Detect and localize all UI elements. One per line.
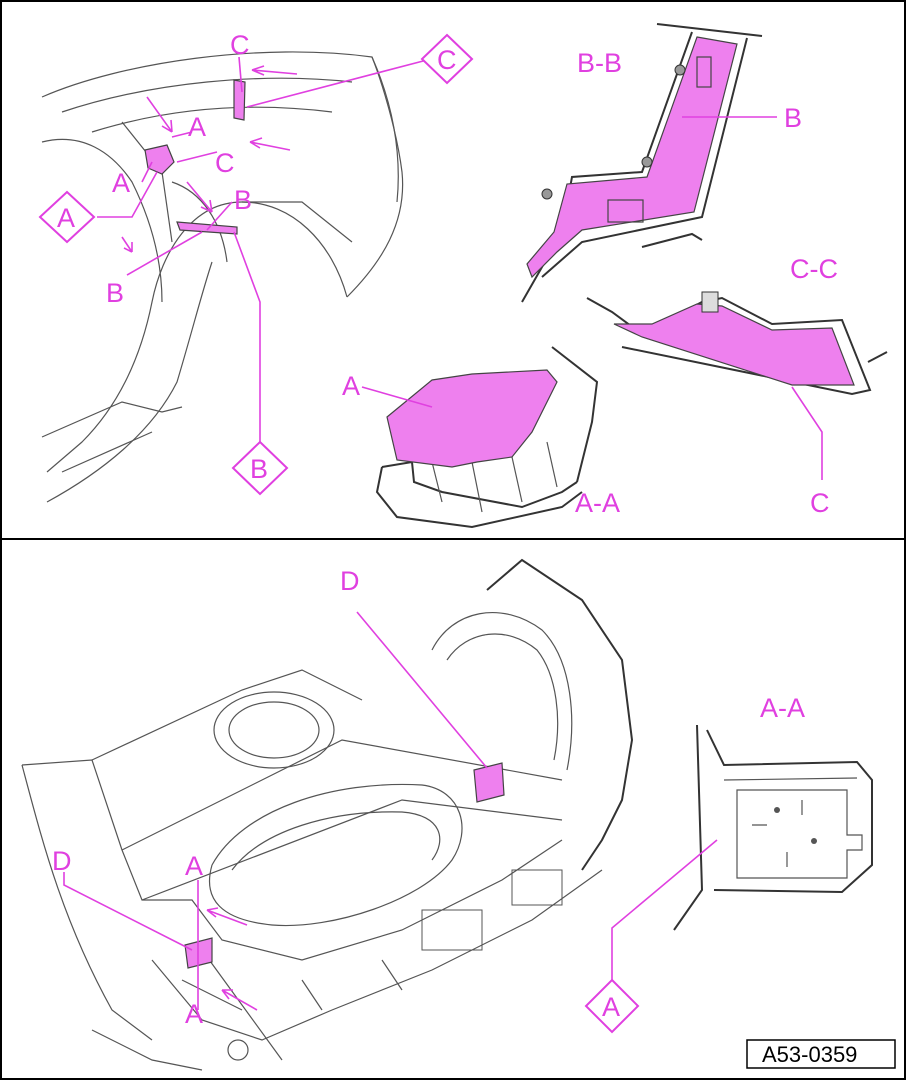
callout-diamond-c: C: [420, 33, 474, 85]
foam-insert-a-section: [386, 369, 558, 468]
callout-diamond-a: A: [38, 190, 96, 244]
label-d-lower: D: [52, 846, 72, 876]
bottom-panel: D D A A A A-A A53-0359: [0, 538, 906, 1080]
callout-diamond-b: B: [231, 440, 289, 496]
top-panel-drawing: C A B C A A C B B B-B B C-C C: [38, 23, 888, 529]
foam-insert-d-right-highlight: [473, 762, 505, 803]
label-a-lower-bottom: A: [185, 999, 203, 1029]
section-c-label: C: [810, 488, 830, 518]
callout-c-text: C: [437, 45, 457, 75]
label-b-upper: B: [234, 185, 252, 215]
section-a-a-bottom-title: A-A: [760, 693, 805, 723]
foam-insert-b-section: [526, 36, 738, 279]
callout-diamond-a-bottom: A: [584, 978, 640, 1034]
rear-quarter-panel-drawing: [41, 51, 404, 503]
figure-reference-box: A53-0359: [746, 1039, 896, 1069]
foam-insert-c-highlight: [233, 79, 246, 121]
label-a-lower: A: [112, 168, 130, 198]
foam-insert-b-highlight: [176, 221, 238, 235]
foam-insert-a-highlight: [144, 144, 175, 175]
section-a-label: A: [342, 371, 360, 401]
top-panel: C A B C A A C B B B-B B C-C C: [0, 0, 906, 540]
callout-a-text: A: [57, 203, 75, 233]
callout-b-text: B: [250, 454, 268, 484]
label-c-top: C: [230, 30, 250, 60]
trunk-floor-drawing: [21, 558, 634, 1071]
callout-a-bottom-text: A: [602, 992, 620, 1022]
label-b-lower: B: [106, 278, 124, 308]
bottom-panel-drawing: D D A A A A-A A53-0359: [21, 558, 896, 1071]
section-c-c-drawing: [586, 291, 888, 396]
label-c-lower: C: [215, 148, 235, 178]
figure-reference-text: A53-0359: [762, 1042, 857, 1067]
section-b-b-title: B-B: [577, 48, 622, 78]
section-c-c-title: C-C: [790, 254, 838, 284]
label-a-upper: A: [188, 112, 206, 142]
section-a-a-top-title: A-A: [575, 488, 620, 518]
section-b-label: B: [784, 103, 802, 133]
label-d-upper: D: [340, 566, 360, 596]
foam-insert-c-section: [613, 303, 855, 386]
section-a-a-bottom-drawing: [673, 724, 873, 931]
section-b-b-drawing: [521, 23, 763, 303]
section-a-a-top-drawing: [375, 346, 599, 529]
label-a-upper-bottom: A: [185, 851, 203, 881]
